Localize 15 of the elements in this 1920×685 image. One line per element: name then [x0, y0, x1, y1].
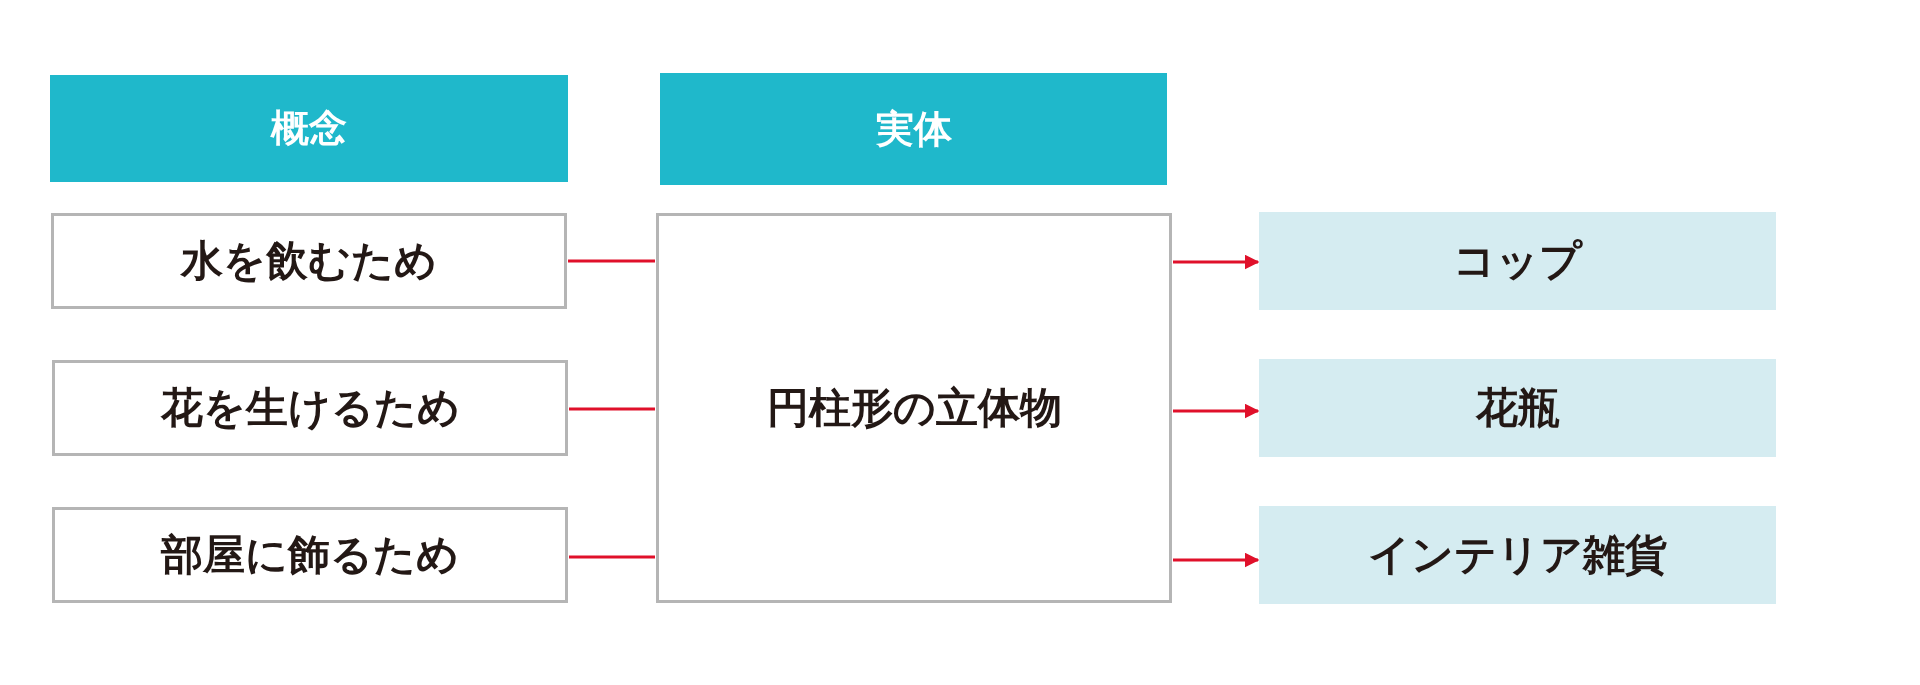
header-bar: 実体	[660, 73, 1167, 185]
arrow	[1173, 254, 1260, 270]
header-bar: 概念	[50, 75, 568, 182]
object-box: 円柱形の立体物	[656, 213, 1172, 603]
connector-line	[568, 259, 655, 263]
purpose-box: 部屋に飾るため	[52, 507, 568, 603]
item-box: 花瓶	[1259, 359, 1776, 457]
item-box: コップ	[1259, 212, 1776, 310]
arrow	[1173, 403, 1260, 419]
connector-line	[569, 555, 655, 559]
purpose-box: 花を生けるため	[52, 360, 568, 456]
purpose-box: 水を飲むため	[51, 213, 567, 309]
connector-line	[569, 407, 655, 411]
item-box: インテリア雑貨	[1259, 506, 1776, 604]
arrow	[1173, 552, 1260, 568]
